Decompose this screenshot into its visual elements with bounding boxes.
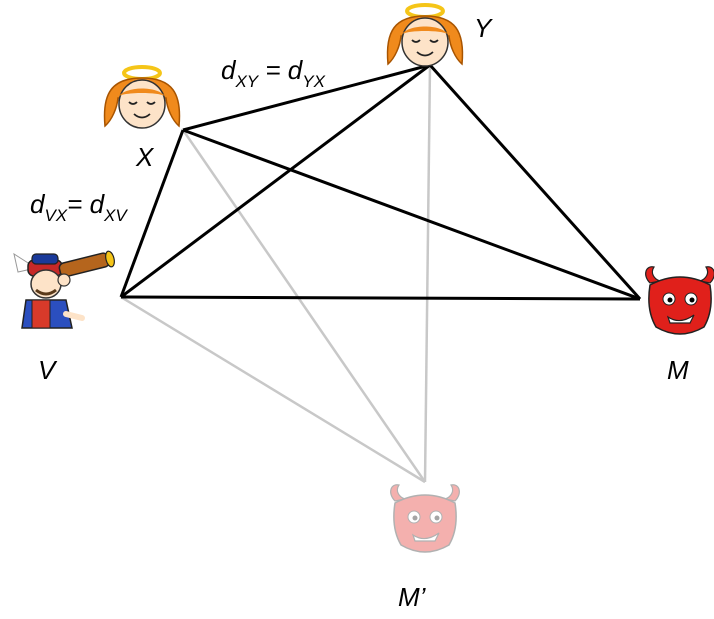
edge-v-x: [119, 129, 185, 298]
edge-x-m: [182, 128, 641, 301]
edge-x-y: [182, 63, 431, 132]
node-label-m-prime: M’: [398, 582, 427, 612]
edge-v-m: [120, 295, 641, 301]
edge-label-dxy-dyx: dXY = dYX: [221, 55, 326, 91]
node-label-x: X: [135, 142, 155, 172]
angel-x-icon: [103, 65, 181, 129]
edge-x-mprime: [181, 129, 427, 483]
faded-devil-face-icon: [390, 484, 460, 553]
node-label-m: M: [667, 355, 689, 385]
edge-v-y: [120, 63, 431, 299]
angel-y-icon: [386, 3, 464, 67]
explorer-with-telescope-icon: [13, 250, 115, 329]
solid-edges: [119, 63, 642, 301]
edge-v-mprime: [120, 295, 426, 484]
edge-y-m: [428, 63, 642, 301]
node-label-v: V: [38, 355, 58, 385]
edge-y-mprime: [423, 64, 432, 483]
edge-label-dvx-dxv: dVX= dXV: [30, 189, 128, 225]
faded-edges: [120, 64, 432, 484]
node-label-y: Y: [474, 13, 493, 43]
devil-face-icon: [645, 266, 714, 335]
